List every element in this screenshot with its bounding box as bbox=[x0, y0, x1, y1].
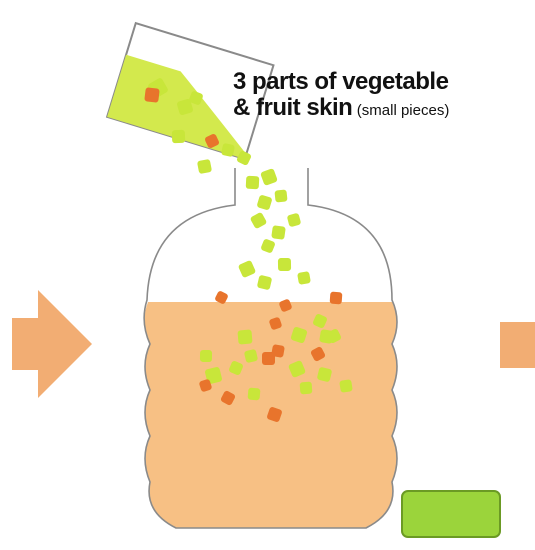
caption-line-2-small: (small pieces) bbox=[357, 102, 450, 119]
vegetable-skin-piece bbox=[200, 350, 212, 362]
vegetable-skin-piece bbox=[250, 212, 268, 230]
vegetable-skin-piece bbox=[256, 194, 272, 210]
vegetable-skin-piece bbox=[300, 382, 313, 395]
vegetable-skin-piece bbox=[172, 130, 185, 143]
vegetable-skin-piece bbox=[237, 329, 252, 344]
vegetable-skin-piece bbox=[247, 387, 260, 400]
vegetable-skin-piece bbox=[197, 159, 212, 174]
fermentation-bottle bbox=[144, 168, 397, 528]
vegetable-skin-piece bbox=[271, 225, 286, 240]
fruit-skin-piece bbox=[330, 292, 343, 305]
green-lid-icon bbox=[402, 491, 500, 537]
left-arrow-icon bbox=[12, 290, 92, 398]
vegetable-skin-piece bbox=[339, 379, 353, 393]
vegetable-skin-piece bbox=[238, 260, 256, 278]
vegetable-skin-piece bbox=[287, 213, 302, 228]
vegetable-skin-piece bbox=[297, 271, 311, 285]
vegetable-skin-piece bbox=[246, 176, 260, 190]
fruit-skin-piece bbox=[144, 87, 160, 103]
vegetable-skin-piece bbox=[257, 275, 273, 291]
vegetable-skin-piece bbox=[260, 168, 278, 186]
caption-line-2-bold: & fruit skin bbox=[233, 94, 352, 121]
caption: 3 parts of vegetable & fruit skin (small… bbox=[233, 70, 449, 120]
right-arrow-icon bbox=[500, 322, 535, 368]
vegetable-skin-piece bbox=[278, 258, 291, 271]
fruit-skin-piece bbox=[271, 344, 285, 358]
caption-line-2: & fruit skin (small pieces) bbox=[233, 96, 449, 120]
vegetable-skin-piece bbox=[274, 189, 287, 202]
vegetable-skin-piece bbox=[260, 238, 276, 254]
caption-line-1: 3 parts of vegetable bbox=[233, 70, 449, 94]
